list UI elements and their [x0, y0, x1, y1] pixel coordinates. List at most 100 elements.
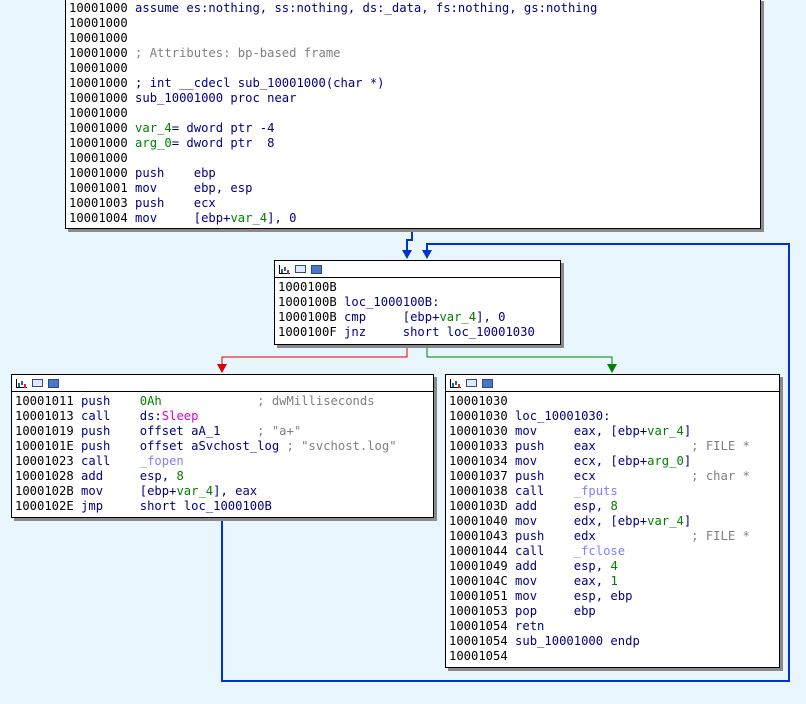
line-address: 10001038 — [449, 484, 508, 498]
disasm-line[interactable]: 10001000 push ebp — [69, 166, 760, 181]
disasm-line[interactable]: 10001038 call _fputs — [449, 484, 779, 499]
line-code: 8 — [176, 469, 184, 483]
line-code: call ds: — [73, 409, 162, 423]
line-address: 10001053 — [449, 604, 508, 618]
disasm-line[interactable]: 10001044 call _fclose — [449, 544, 779, 559]
line-code: _fopen — [139, 454, 184, 468]
node-function-entry[interactable]: 10001000 assume es:nothing, ss:nothing, … — [65, 0, 761, 229]
disk-icon[interactable] — [482, 378, 493, 388]
disasm-line[interactable]: 10001000 ; Attributes: bp-based frame — [69, 46, 760, 61]
disasm-line[interactable]: 1000100B loc_1000100B: — [278, 295, 560, 310]
disasm-line[interactable]: 1000100B cmp [ebp+var_4], 0 — [278, 310, 560, 325]
line-code: 8 — [610, 499, 618, 513]
disasm-line[interactable]: 10001000 — [69, 61, 760, 76]
line-code: _fputs — [573, 484, 618, 498]
disasm-line[interactable]: 10001000 arg_0= dword ptr 8 — [69, 136, 760, 151]
disasm-line[interactable]: 10001037 push ecx ; char * — [449, 469, 779, 484]
disasm-line[interactable]: 10001001 mov ebp, esp — [69, 181, 760, 196]
disasm-line[interactable]: 10001000 — [69, 151, 760, 166]
disasm-line[interactable]: 10001000 — [69, 31, 760, 46]
line-code: retn — [507, 619, 545, 633]
disasm-line[interactable]: 1000101E push offset aSvchost_log ; "svc… — [15, 439, 433, 454]
disasm-line[interactable]: 10001054 sub_10001000 endp — [449, 634, 779, 649]
chart-icon[interactable] — [450, 378, 461, 388]
disasm-line[interactable]: 10001000 assume es:nothing, ss:nothing, … — [69, 1, 760, 16]
disasm-line[interactable]: 10001000 — [69, 106, 760, 121]
line-address: 1000100B — [278, 295, 337, 309]
line-code: ; int __cdecl sub_10001000(char *) — [127, 76, 385, 90]
line-code: var_4 — [176, 484, 214, 498]
line-address: 10001000 — [69, 1, 128, 15]
line-code: call — [507, 544, 574, 558]
line-address: 10001000 — [69, 136, 128, 150]
disasm-line[interactable]: 1000103D add esp, 8 — [449, 499, 779, 514]
disasm-line[interactable]: 10001049 add esp, 4 — [449, 559, 779, 574]
disasm-line[interactable]: 10001003 push ecx — [69, 196, 760, 211]
disasm-line[interactable]: 10001019 push offset aA_1 ; "a+" — [15, 424, 433, 439]
disasm-line[interactable]: 10001040 mov edx, [ebp+var_4] — [449, 514, 779, 529]
line-address: 1000100B — [278, 280, 337, 294]
disasm-line[interactable]: 10001030 loc_10001030: — [449, 409, 779, 424]
disasm-line[interactable]: 1000100F jnz short loc_10001030 — [278, 325, 560, 340]
node-toolbar — [275, 261, 560, 278]
disasm-line[interactable]: 1000102E jmp short loc_1000100B — [15, 499, 433, 514]
line-code: push eax — [507, 439, 692, 453]
line-address: 10001040 — [449, 514, 508, 528]
disasm-line[interactable]: 10001054 — [449, 649, 779, 664]
line-address: 10001000 — [69, 16, 128, 30]
disasm-line[interactable]: 10001000 ; int __cdecl sub_10001000(char… — [69, 76, 760, 91]
graph-icon[interactable] — [295, 265, 306, 273]
line-code: sub_10001000 proc near — [127, 91, 297, 105]
disk-icon[interactable] — [48, 378, 59, 388]
line-code: ; dwMilliseconds — [257, 394, 375, 408]
chart-icon[interactable] — [16, 378, 27, 388]
disasm-line[interactable]: 10001000 var_4= dword ptr -4 — [69, 121, 760, 136]
chart-icon[interactable] — [279, 264, 290, 274]
disasm-line[interactable]: 10001030 mov eax, [ebp+var_4] — [449, 424, 779, 439]
disasm-line[interactable]: 1000104C mov eax, 1 — [449, 574, 779, 589]
disasm-line[interactable]: 10001051 mov esp, ebp — [449, 589, 779, 604]
disasm-line[interactable]: 10001013 call ds:Sleep — [15, 409, 433, 424]
line-code: ], 0 — [267, 211, 297, 225]
graph-icon[interactable] — [466, 379, 477, 387]
line-address: 10001000 — [69, 106, 128, 120]
line-address: 10001030 — [449, 394, 508, 408]
line-code: 1 — [610, 574, 618, 588]
line-address: 10001000 — [69, 91, 128, 105]
disasm-line[interactable]: 1000100B — [278, 280, 560, 295]
line-code: _fclose — [573, 544, 626, 558]
line-code: push — [73, 394, 140, 408]
line-code: ] — [683, 454, 692, 468]
line-code: call — [507, 484, 574, 498]
disasm-line[interactable]: 1000102B mov [ebp+var_4], eax — [15, 484, 433, 499]
line-code: Sleep — [161, 409, 199, 423]
disasm-line[interactable]: 10001004 mov [ebp+var_4], 0 — [69, 211, 760, 226]
disasm-line[interactable]: 10001000 sub_10001000 proc near — [69, 91, 760, 106]
line-address: 10001019 — [15, 424, 74, 438]
disasm-line[interactable]: 10001053 pop ebp — [449, 604, 779, 619]
line-code — [162, 394, 257, 408]
disasm-line[interactable]: 10001030 — [449, 394, 779, 409]
disk-icon[interactable] — [311, 264, 322, 274]
disasm-line[interactable]: 10001000 — [69, 16, 760, 31]
line-code: add esp, — [507, 499, 611, 513]
disasm-line[interactable]: 10001034 mov ecx, [ebp+arg_0] — [449, 454, 779, 469]
disasm-line[interactable]: 10001033 push eax ; FILE * — [449, 439, 779, 454]
disasm-line[interactable]: 10001043 push edx ; FILE * — [449, 529, 779, 544]
line-address: 10001001 — [69, 181, 128, 195]
line-address: 1000102B — [15, 484, 74, 498]
disasm-line[interactable]: 10001028 add esp, 8 — [15, 469, 433, 484]
line-address: 10001049 — [449, 559, 508, 573]
line-address: 10001000 — [69, 46, 128, 60]
disasm-line[interactable]: 10001023 call _fopen — [15, 454, 433, 469]
disasm-line[interactable]: 10001011 push 0Ah ; dwMilliseconds — [15, 394, 433, 409]
line-code: = dword ptr 8 — [171, 136, 275, 150]
graph-icon[interactable] — [32, 379, 43, 387]
disasm-line[interactable]: 10001054 retn — [449, 619, 779, 634]
line-code: mov [ebp+ — [73, 484, 177, 498]
